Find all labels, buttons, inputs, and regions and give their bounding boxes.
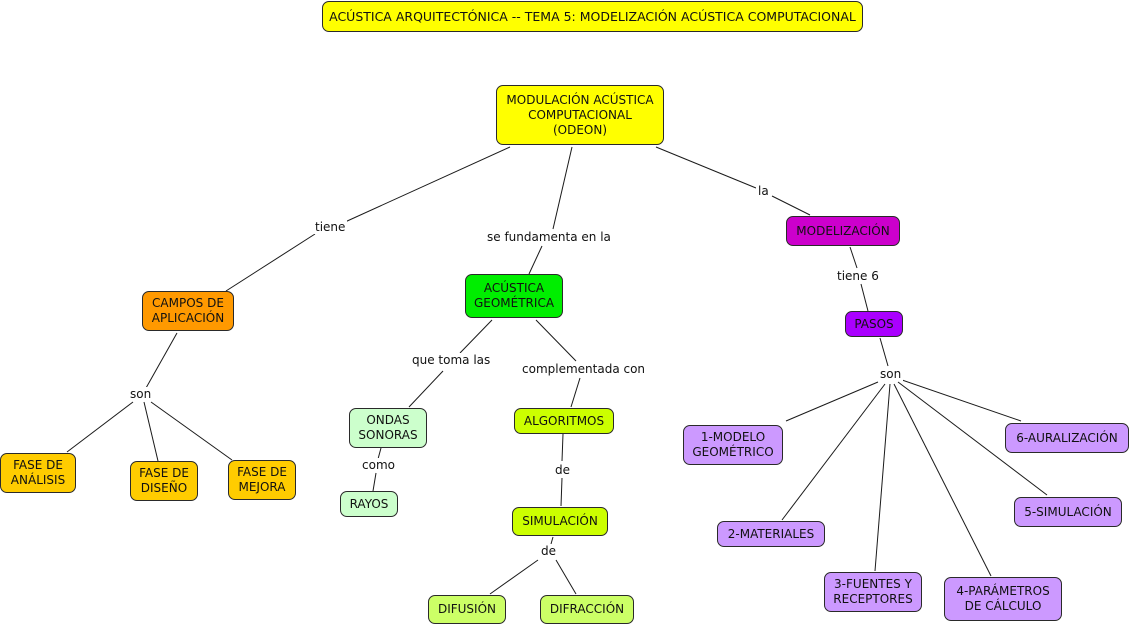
connector xyxy=(561,433,564,462)
connector xyxy=(550,536,554,545)
connector xyxy=(145,332,178,389)
link-label-como: como xyxy=(360,458,397,472)
connector xyxy=(785,381,879,422)
connector xyxy=(771,195,811,216)
link-label-complementada-con: complementada con xyxy=(520,362,648,376)
connector xyxy=(372,472,377,492)
link-label-de-simulacion: de xyxy=(539,544,558,558)
connector xyxy=(879,337,889,367)
node-paso-4-parametros-de-calculo[interactable]: 4-PARÁMETROS DE CÁLCULO xyxy=(944,577,1062,621)
connector xyxy=(897,381,1048,496)
connector xyxy=(489,559,539,595)
connector xyxy=(535,319,577,362)
node-paso-3-fuentes-y-receptores[interactable]: 3-FUENTES Y RECEPTORES xyxy=(824,572,922,612)
connector xyxy=(528,245,543,275)
node-simulacion[interactable]: SIMULACIÓN xyxy=(512,507,608,536)
connector xyxy=(555,559,577,595)
link-label-la: la xyxy=(756,184,771,198)
node-fase-de-mejora[interactable]: FASE DE MEJORA xyxy=(228,460,296,500)
node-fase-de-diseno[interactable]: FASE DE DISEÑO xyxy=(130,461,198,501)
link-label-se-fundamenta-en-la: se fundamenta en la xyxy=(485,230,613,244)
connector xyxy=(377,447,382,460)
connector xyxy=(143,401,159,462)
node-rayos[interactable]: RAYOS xyxy=(340,491,398,517)
node-ondas-sonoras[interactable]: ONDAS SONORAS xyxy=(349,408,427,448)
connector xyxy=(560,477,563,507)
connector xyxy=(860,283,869,312)
link-label-son-pasos: son xyxy=(878,367,904,381)
link-label-tiene: tiene xyxy=(313,220,348,234)
connector xyxy=(655,146,757,189)
link-label-de-algoritmos: de xyxy=(553,463,572,477)
node-paso-1-modelo-geometrico[interactable]: 1-MODELO GEOMÉTRICO xyxy=(683,425,783,465)
connector xyxy=(66,401,134,453)
connector xyxy=(552,146,573,230)
node-campos-de-aplicacion[interactable]: CAMPOS DE APLICACIÓN xyxy=(142,291,234,331)
node-paso-6-auralizacion[interactable]: 6-AURALIZACIÓN xyxy=(1005,423,1129,453)
node-difusion[interactable]: DIFUSIÓN xyxy=(428,595,506,624)
connector xyxy=(150,401,233,461)
connector xyxy=(781,383,886,521)
node-algoritmos[interactable]: ALGORITMOS xyxy=(514,408,614,434)
connector xyxy=(408,370,444,408)
node-paso-5-simulacion[interactable]: 5-SIMULACIÓN xyxy=(1014,497,1122,527)
connector xyxy=(459,319,493,354)
connector xyxy=(901,379,1022,422)
connector xyxy=(893,383,992,577)
link-label-tiene-6: tiene 6 xyxy=(835,269,881,283)
link-label-son-campos: son xyxy=(128,387,154,401)
link-label-que-toma-las: que toma las xyxy=(410,353,493,367)
node-pasos[interactable]: PASOS xyxy=(845,311,903,337)
connector xyxy=(225,233,316,292)
connector xyxy=(570,377,581,408)
node-modelizacion[interactable]: MODELIZACIÓN xyxy=(786,216,900,246)
connector xyxy=(344,146,511,223)
node-acustica-geometrica[interactable]: ACÚSTICA GEOMÉTRICA xyxy=(465,274,563,318)
map-title: ACÚSTICA ARQUITECTÓNICA -- TEMA 5: MODEL… xyxy=(322,1,863,32)
node-difraccion[interactable]: DIFRACCIÓN xyxy=(540,595,634,624)
connector xyxy=(849,246,858,269)
node-modulacion-acustica-computacional[interactable]: MODULACIÓN ACÚSTICA COMPUTACIONAL (ODEON… xyxy=(496,85,664,145)
node-paso-2-materiales[interactable]: 2-MATERIALES xyxy=(717,521,825,547)
connector xyxy=(874,383,891,572)
node-fase-de-analisis[interactable]: FASE DE ANÁLISIS xyxy=(0,453,76,493)
